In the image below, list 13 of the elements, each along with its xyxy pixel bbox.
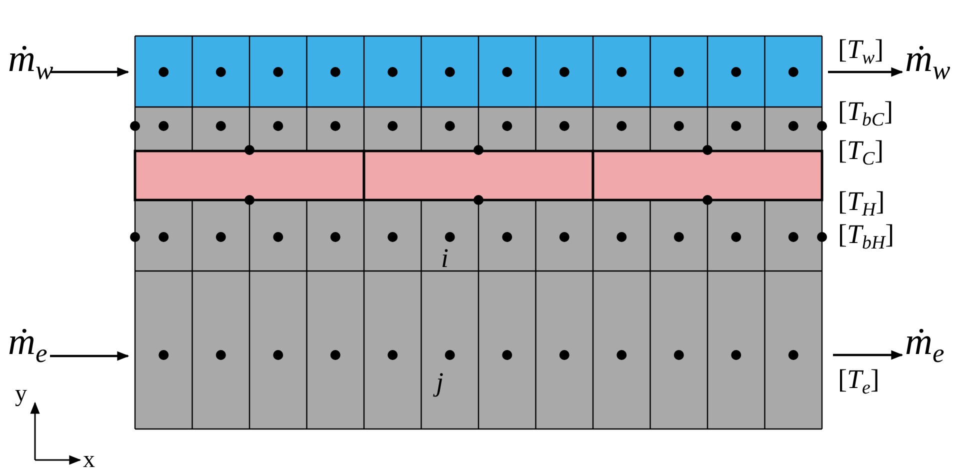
bracket-label: [T$_{bH}$] <box>838 221 894 254</box>
bracket-label: [T$_{H}$] <box>838 188 885 221</box>
bracket-label: [T$_{e}$] <box>838 366 880 399</box>
bracket-label: [T$_{w}$] <box>838 36 884 69</box>
flow-label: ṁ$_{e}$ <box>905 323 944 367</box>
index-label: i <box>441 245 449 272</box>
flow-label: ṁ$_{w}$ <box>905 40 950 84</box>
axis-label: x <box>83 448 95 472</box>
flow-label: ṁ$_{e}$ <box>8 323 48 367</box>
bracket-label: [T$_{bC}$] <box>838 98 894 131</box>
bracket-label: [T$_{C}$] <box>838 137 884 170</box>
axis-label: y <box>15 382 27 406</box>
flow-label: ṁ$_{w}$ <box>8 40 54 84</box>
